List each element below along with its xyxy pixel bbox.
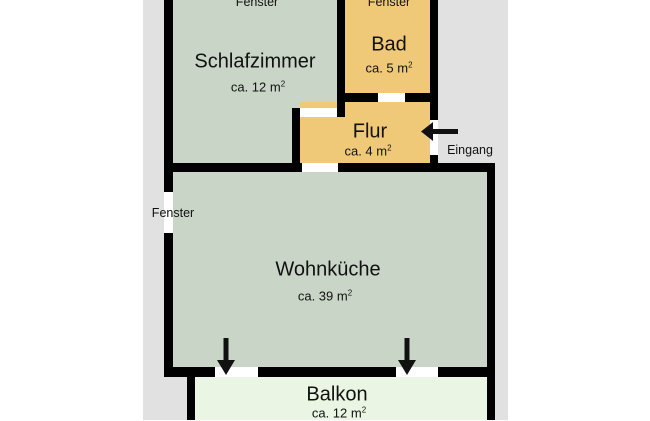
room-name: Flur [352, 120, 388, 143]
entrance-label: Eingang [447, 143, 493, 157]
room-name: Bad [371, 33, 407, 56]
wall [164, 367, 495, 377]
room-area: ca. 39 m2 [297, 288, 353, 304]
window-left [164, 192, 173, 233]
room-area: ca. 12 m2 [230, 79, 286, 95]
room-wohnkueche [173, 172, 487, 367]
room-area: ca. 5 m2 [365, 60, 413, 76]
wall [164, 0, 173, 377]
entrance-door [430, 120, 438, 155]
room-name: Balkon [306, 383, 368, 406]
arrow-left-icon [421, 122, 458, 141]
balcony-door-2 [396, 367, 438, 377]
room-area: ca. 4 m2 [344, 143, 392, 159]
door-schlafzimmer [300, 108, 337, 117]
room-name: Wohnküche [275, 258, 381, 281]
arrow-down-icon [398, 338, 416, 375]
wall [430, 155, 438, 172]
window-label: Fenster [367, 0, 411, 9]
wall [292, 108, 300, 172]
room-area: ca. 12 m2 [311, 405, 367, 421]
door-flur-wohnkueche [302, 163, 338, 172]
window-label: Fenster [151, 206, 195, 220]
room-bad [345, 0, 430, 94]
window-label: Fenster [235, 0, 279, 9]
wall [337, 0, 345, 117]
room-name: Schlafzimmer [194, 50, 316, 73]
wall [187, 367, 195, 420]
wall [430, 0, 438, 120]
room-balkon [195, 377, 487, 420]
wall [487, 163, 495, 420]
arrow-down-icon [217, 338, 235, 375]
door-bad [378, 93, 405, 102]
balcony-door-1 [215, 367, 258, 377]
